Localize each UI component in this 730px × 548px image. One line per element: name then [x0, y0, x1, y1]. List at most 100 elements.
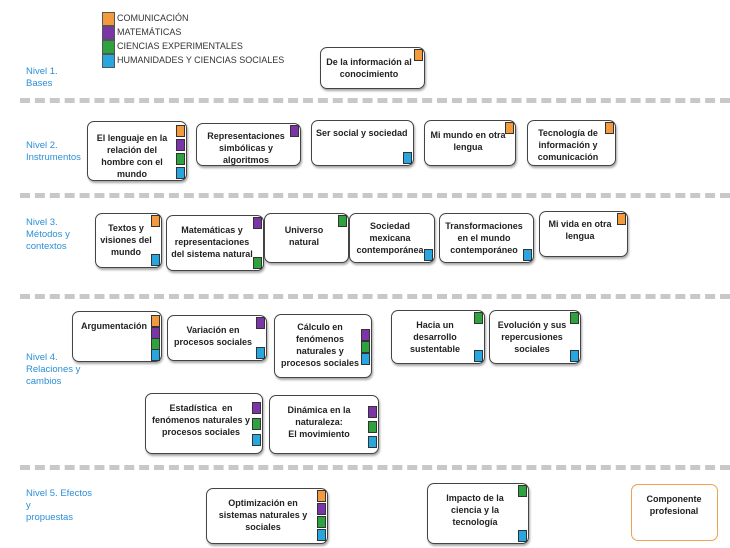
level-4-label: Nivel 4. Relaciones y cambios	[26, 352, 81, 387]
legend-label: MATEMÁTICAS	[117, 27, 182, 37]
box-label: Textos y visiones del mundo	[100, 223, 152, 257]
box-evolucion: Evolución y sus repercusiones sociales	[489, 310, 581, 364]
matematicas-marker	[317, 503, 326, 515]
humanidades-marker	[424, 249, 433, 261]
legend-item-ciencias: CIENCIAS EXPERIMENTALES	[102, 40, 302, 54]
box-label: Universo natural	[284, 225, 324, 247]
box-label: Representaciones simbólicas y algoritmos	[207, 131, 285, 165]
ciencias-swatch	[102, 40, 115, 54]
box-sociedad-mexicana: Sociedad mexicana contemporánea	[349, 213, 435, 263]
ciencias-marker	[368, 421, 377, 433]
humanidades-marker	[518, 530, 527, 542]
box-label: Mi vida en otra lengua	[548, 219, 612, 241]
box-universo: Universo natural	[264, 213, 349, 263]
box-label: Argumentación	[80, 321, 147, 331]
box-label: De la información al conocimiento	[326, 57, 412, 79]
box-textos: Textos y visiones del mundo	[95, 213, 162, 268]
humanidades-marker	[151, 349, 160, 361]
box-representaciones: Representaciones simbólicas y algoritmos	[196, 123, 301, 166]
legend-item-matematicas: MATEMÁTICAS	[102, 26, 302, 40]
box-label: Mi mundo en otra lengua	[430, 130, 506, 152]
humanidades-marker	[368, 436, 377, 448]
level-separator	[20, 294, 730, 299]
box-label: Impacto de la ciencia y la tecnología	[446, 493, 504, 527]
comunicacion-marker	[317, 490, 326, 502]
level-3-label: Nivel 3. Métodos y contextos	[26, 217, 70, 252]
box-label: Transformaciones en el mundo contemporán…	[445, 221, 523, 255]
level-separator	[20, 98, 730, 103]
box-mi-vida: Mi vida en otra lengua	[539, 211, 628, 257]
comunicacion-marker	[151, 315, 160, 327]
humanidades-swatch	[102, 54, 115, 68]
ciencias-marker	[317, 516, 326, 528]
matematicas-marker	[361, 329, 370, 341]
level-separator	[20, 193, 730, 198]
box-optimizacion: Optimización en sistemas naturales y soc…	[206, 488, 328, 544]
box-transformaciones: Transformaciones en el mundo contemporán…	[439, 213, 534, 263]
box-argumentacion: Argumentación	[72, 311, 162, 362]
ciencias-marker	[252, 418, 261, 430]
box-ser-social: Ser social y sociedad	[311, 120, 414, 166]
box-label: Sociedad mexicana contemporánea	[356, 221, 424, 255]
ciencias-marker	[176, 153, 185, 165]
humanidades-marker	[256, 347, 265, 359]
ciencias-marker	[518, 485, 527, 497]
ciencias-marker	[361, 341, 370, 353]
box-label: Componente profesional	[646, 494, 702, 516]
matematicas-marker	[253, 217, 262, 229]
box-informacion-conocimiento: De la información al conocimiento	[320, 47, 425, 89]
comunicacion-marker	[414, 49, 423, 61]
legend-label: CIENCIAS EXPERIMENTALES	[117, 41, 243, 51]
legend-item-humanidades: HUMANIDADES Y CIENCIAS SOCIALES	[102, 54, 302, 68]
humanidades-marker	[176, 167, 185, 179]
humanidades-marker	[403, 152, 412, 164]
legend-item-comunicacion: COMUNICACIÓN	[102, 12, 302, 26]
box-label: El lenguaje en la relación del hombre co…	[96, 133, 168, 179]
legend-label: COMUNICACIÓN	[117, 13, 189, 23]
matematicas-swatch	[102, 26, 115, 40]
comunicacion-marker	[176, 125, 185, 137]
comunicacion-marker	[151, 215, 160, 227]
matematicas-marker	[290, 125, 299, 137]
level-2-label: Nivel 2. Instrumentos	[26, 140, 81, 163]
matematicas-marker	[176, 139, 185, 151]
box-matematicas-representaciones: Matemáticas y representaciones del siste…	[166, 215, 264, 271]
humanidades-marker	[151, 254, 160, 266]
box-label: Evolución y sus repercusiones sociales	[497, 320, 567, 354]
box-dinamica: Dinámica en la naturaleza: El movimiento	[269, 395, 379, 454]
matematicas-marker	[256, 317, 265, 329]
box-mi-mundo: Mi mundo en otra lengua	[424, 120, 516, 166]
ciencias-marker	[338, 215, 347, 227]
ciencias-marker	[253, 257, 262, 269]
humanidades-marker	[474, 350, 483, 362]
humanidades-marker	[317, 529, 326, 541]
box-calculo: Cálculo en fenómenos naturales y proceso…	[274, 314, 372, 378]
comunicacion-swatch	[102, 12, 115, 26]
box-label: Matemáticas y representaciones del siste…	[171, 225, 253, 259]
box-impacto: Impacto de la ciencia y la tecnología	[427, 483, 529, 544]
box-componente-profesional: Componente profesional	[631, 484, 718, 541]
comunicacion-marker	[617, 213, 626, 225]
box-tecnologia: Tecnología de información y comunicación	[527, 120, 616, 166]
box-label: Tecnología de información y comunicación	[537, 128, 599, 162]
matematicas-marker	[368, 406, 377, 418]
box-label: Hacia un desarrollo sustentable	[409, 320, 460, 354]
humanidades-marker	[252, 434, 261, 446]
box-label: Dinámica en la naturaleza: El movimiento	[287, 405, 351, 439]
legend-label: HUMANIDADES Y CIENCIAS SOCIALES	[117, 55, 285, 65]
box-label: Estadística en fenómenos naturales y pro…	[151, 403, 251, 437]
humanidades-marker	[570, 350, 579, 362]
box-label: Cálculo en fenómenos naturales y proceso…	[280, 322, 360, 368]
comunicacion-marker	[505, 122, 514, 134]
humanidades-marker	[523, 249, 532, 261]
matematicas-marker	[252, 402, 261, 414]
ciencias-marker	[570, 312, 579, 324]
level-1-label: Nivel 1. Bases	[26, 66, 58, 89]
ciencias-marker	[474, 312, 483, 324]
box-desarrollo: Hacia un desarrollo sustentable	[391, 310, 485, 364]
comunicacion-marker	[605, 122, 614, 134]
level-5-label: Nivel 5. Efectos y propuestas	[26, 488, 92, 523]
humanidades-marker	[361, 353, 370, 365]
level-separator	[20, 465, 730, 470]
box-variacion: Variación en procesos sociales	[167, 315, 267, 361]
